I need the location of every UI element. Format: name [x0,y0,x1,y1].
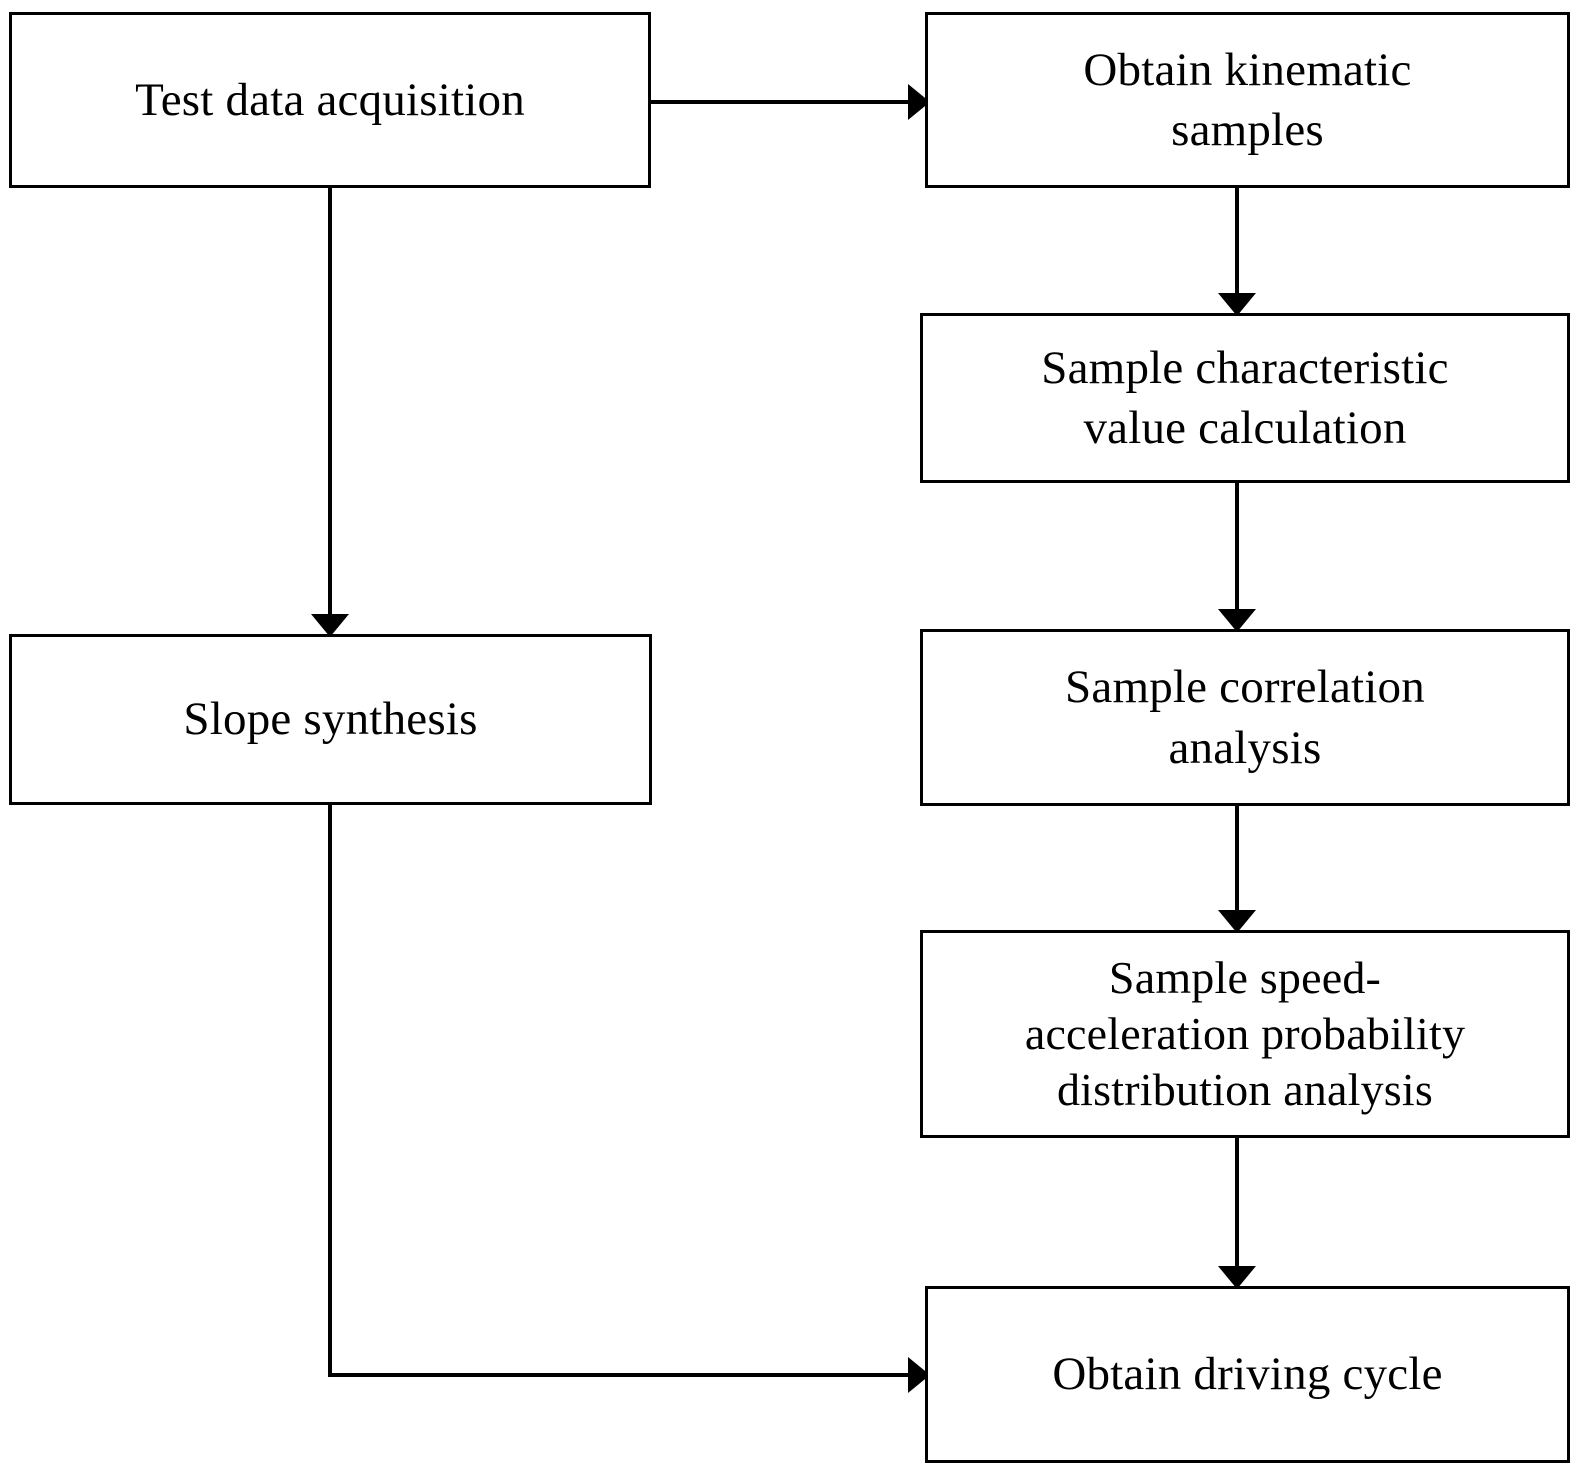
node-slope-synthesis[interactable]: Slope synthesis [9,634,652,805]
node-obtain-driving-cycle[interactable]: Obtain driving cycle [925,1286,1570,1463]
edge-correlation-to-probability [1218,806,1256,933]
node-test-data-acquisition[interactable]: Test data acquisition [9,12,651,188]
node-sample-correlation-analysis[interactable]: Sample correlation analysis [920,629,1570,806]
edge-test-data-to-kinematic [651,84,930,120]
edge-test-data-to-slope [311,188,349,637]
edge-kinematic-to-characteristic [1218,188,1256,316]
node-obtain-kinematic-samples[interactable]: Obtain kinematic samples [925,12,1570,188]
edge-slope-to-driving-cycle [328,805,930,1393]
node-sample-characteristic-value-calculation[interactable]: Sample characteristic value calculation [920,313,1570,483]
node-sample-speed-acceleration-probability-distribution-analysis[interactable]: Sample speed- acceleration probability d… [920,930,1570,1138]
edge-probability-to-driving-cycle [1218,1138,1256,1289]
edge-characteristic-to-correlation [1218,483,1256,632]
